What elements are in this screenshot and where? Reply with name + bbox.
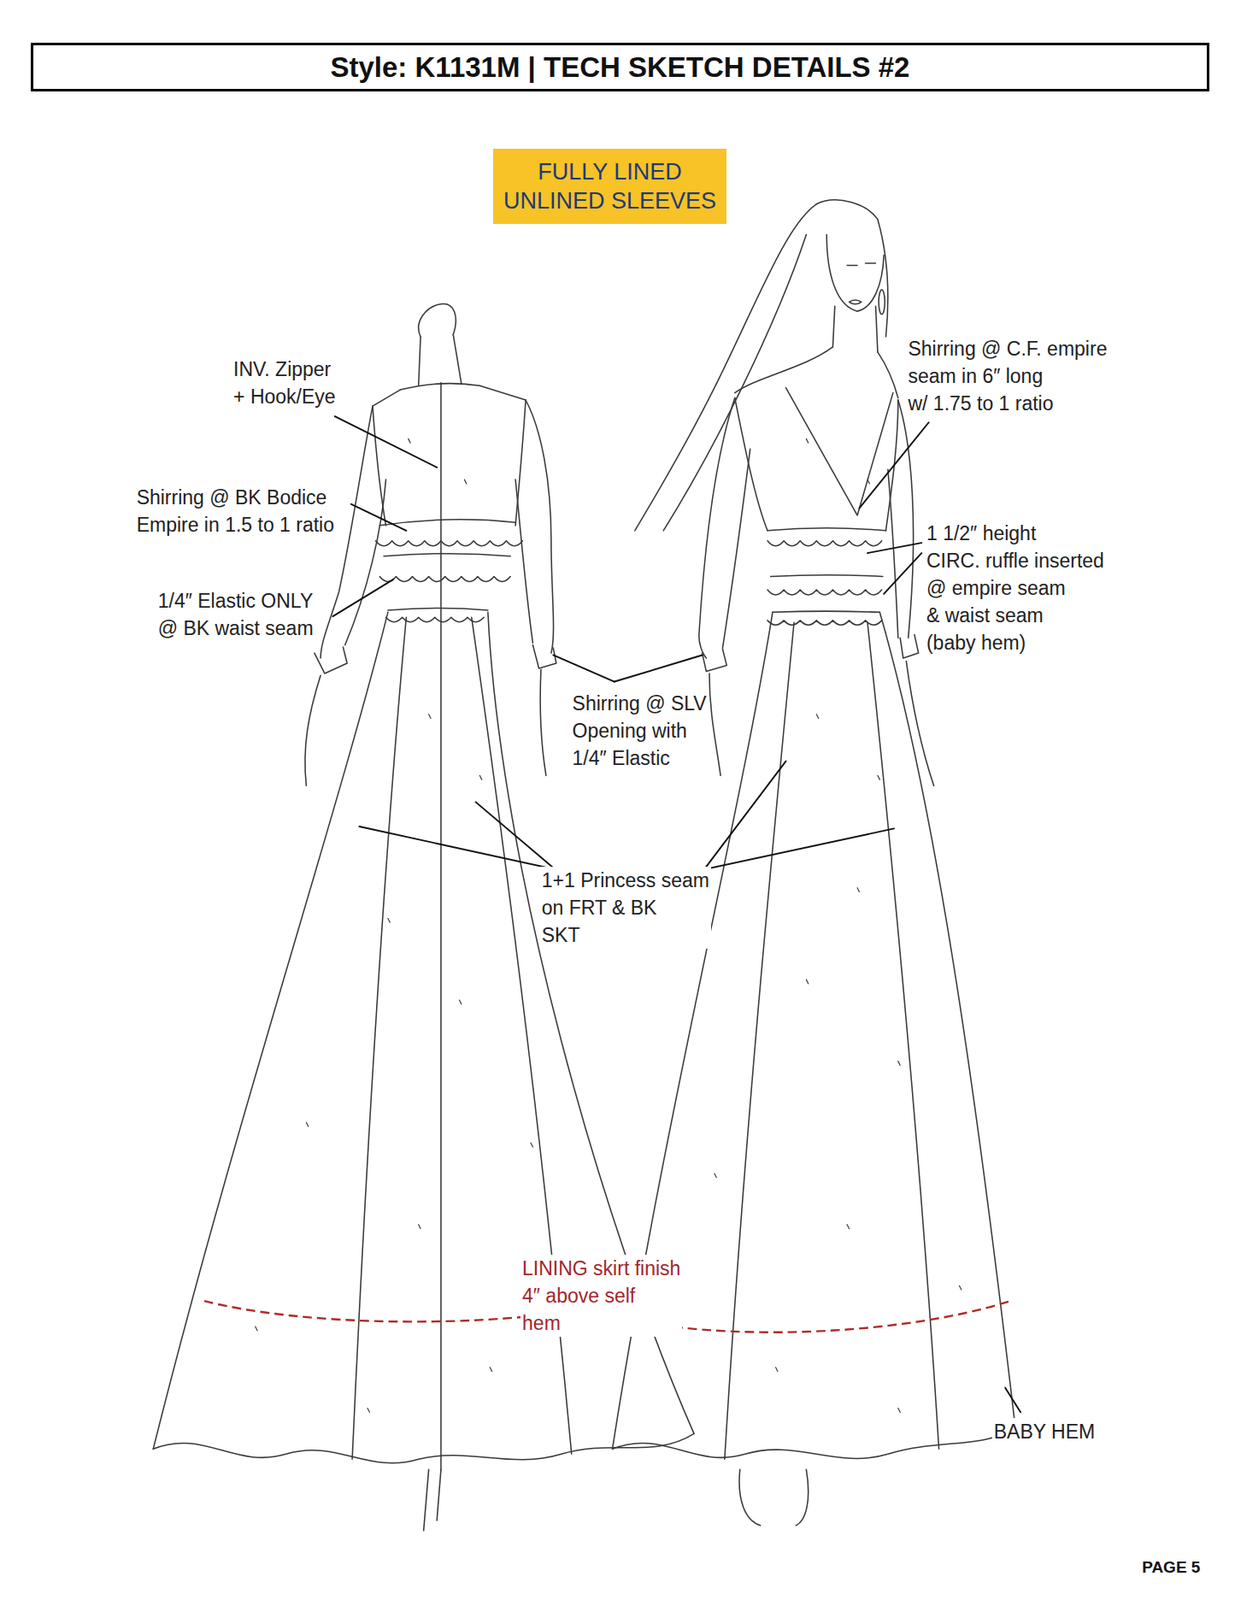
title-bar: Style: K1131M | TECH SKETCH DETAILS #2	[30, 42, 1210, 92]
callout-note: Shirring @ SLV Opening with 1/4″ Elastic	[570, 689, 709, 772]
text-line: Shirring @ BK Bodice	[136, 483, 335, 512]
text-line: Shirring @ C.F. empire	[907, 335, 1107, 363]
callout-note: Shirring @ C.F. empire seam in 6″ long w…	[905, 335, 1109, 418]
callout-note: 1/4″ Elastic ONLY @ BK waist seam	[156, 587, 316, 642]
text-line: INV. Zipper	[233, 355, 336, 383]
title-text: Style: K1131M | TECH SKETCH DETAILS #2	[329, 51, 910, 84]
text-stack: FULLY LINED UNLINED SLEEVES	[503, 157, 717, 216]
text-line: Opening with	[572, 717, 707, 745]
callout-note: 1+1 Princess seam on FRT & BK SKT	[540, 866, 712, 949]
lining-note: LINING skirt finish 4″ above self hem	[520, 1254, 683, 1337]
text-line: 1/4″ Elastic ONLY	[158, 587, 314, 615]
text-line: (baby hem)	[926, 629, 1105, 657]
text-line: hem	[522, 1309, 681, 1337]
text-line: Shirring @ SLV	[572, 689, 707, 718]
text-line: & waist seam	[926, 601, 1105, 630]
text-line: 4″ above self	[522, 1282, 681, 1310]
box-text: FULLY LINED UNLINED SLEEVES	[503, 157, 717, 216]
page-number: PAGE 5	[1141, 1553, 1200, 1582]
text-line: LINING skirt finish	[522, 1254, 681, 1283]
text-line: UNLINED SLEEVES	[503, 186, 717, 216]
text-line: CIRC. ruffle inserted	[926, 546, 1105, 575]
text-line: 1 1/2″ height	[926, 519, 1105, 547]
text-line: 1/4″ Elastic	[572, 744, 707, 772]
text-line: SKT	[541, 921, 710, 949]
callout-note: 1 1/2″ height CIRC. ruffle inserted @ em…	[924, 519, 1106, 657]
highlight-box: FULLY LINED UNLINED SLEEVES	[493, 148, 727, 224]
text-line: @ BK waist seam	[158, 614, 314, 642]
text-line: w/ 1.75 to 1 ratio	[907, 389, 1107, 418]
text-line: + Hook/Eye	[233, 382, 336, 411]
text-line: 1+1 Princess seam	[541, 866, 710, 894]
callout-note: INV. Zipper + Hook/Eye	[231, 355, 338, 411]
callout-note: Shirring @ BK Bodice Empire in 1.5 to 1 …	[135, 483, 336, 539]
text-line: seam in 6″ long	[907, 362, 1107, 390]
text-line: @ empire seam	[926, 574, 1105, 602]
text-line: FULLY LINED	[503, 157, 717, 187]
text-line: on FRT & BK	[541, 893, 710, 922]
hem-note: BABY HEM	[992, 1417, 1097, 1446]
text-line: Empire in 1.5 to 1 ratio	[136, 511, 335, 539]
